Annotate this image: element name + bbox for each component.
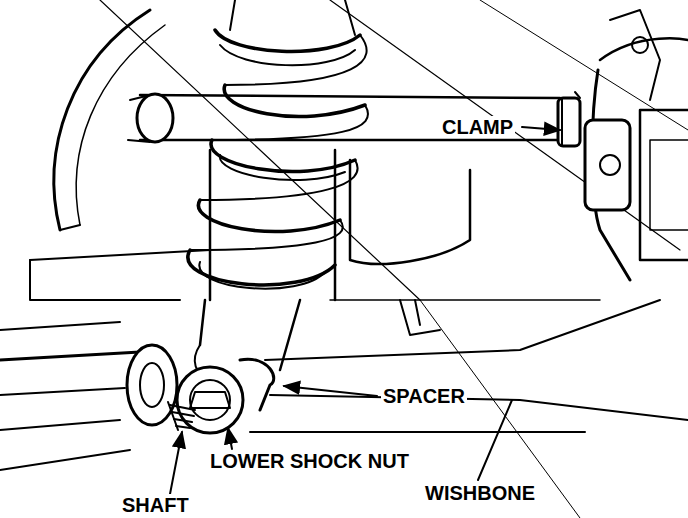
part-label: LOWER SHOCK NUT [208, 450, 411, 472]
part-label: SPACER [381, 385, 467, 407]
part-label: CLAMP [440, 116, 515, 138]
part-label: WISHBONE [423, 482, 537, 504]
part-label: SHAFT [120, 494, 191, 516]
